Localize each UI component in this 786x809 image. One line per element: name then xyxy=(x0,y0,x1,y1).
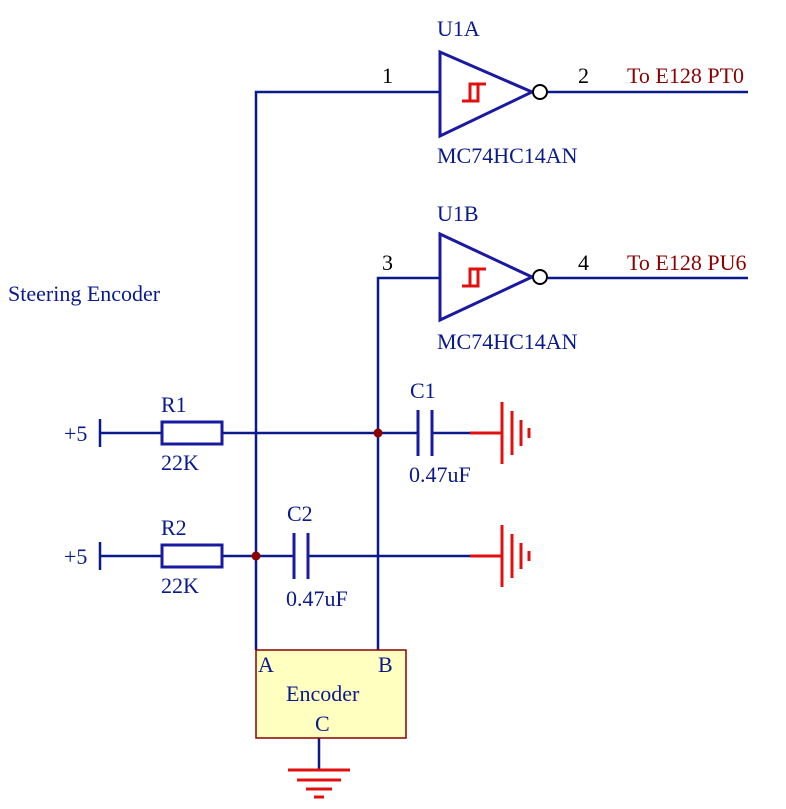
supply-r2: +5 xyxy=(64,542,102,570)
capacitor-c1: C1 0.47uF xyxy=(409,378,471,487)
pin-number: 3 xyxy=(382,250,393,275)
diagram-title: Steering Encoder xyxy=(8,281,161,306)
supply-label: +5 xyxy=(64,544,87,569)
capacitor-c2: C2 0.47uF xyxy=(286,501,348,611)
capacitor-value: 0.47uF xyxy=(409,462,471,487)
gate-part: MC74HC14AN xyxy=(437,143,578,168)
resistor-value: 22K xyxy=(161,573,199,598)
resistor-value: 22K xyxy=(161,450,199,475)
resistor-r1: R1 22K xyxy=(160,392,224,475)
gate-ref: U1B xyxy=(437,201,479,226)
supply-label: +5 xyxy=(64,421,87,446)
gate-part: MC74HC14AN xyxy=(437,329,578,354)
pin-number: 2 xyxy=(578,63,589,88)
supply-r1: +5 xyxy=(64,419,102,447)
ground-encoder xyxy=(288,768,350,799)
net-label: To E128 PT0 xyxy=(627,63,744,88)
encoder-pin-b: B xyxy=(378,652,393,677)
resistor-ref: R1 xyxy=(161,392,187,417)
capacitor-ref: C2 xyxy=(287,501,313,526)
net-label: To E128 PU6 xyxy=(627,250,746,275)
junction-dot xyxy=(373,428,383,438)
encoder-pin-a: A xyxy=(258,652,274,677)
resistor-ref: R2 xyxy=(161,515,187,540)
junction-dot xyxy=(251,551,261,561)
encoder-pin-c: C xyxy=(315,711,330,736)
capacitor-value: 0.47uF xyxy=(286,586,348,611)
resistor-r2: R2 22K xyxy=(160,515,224,598)
gate-ref: U1A xyxy=(437,16,480,41)
encoder-block: A B Encoder C xyxy=(255,649,407,739)
ground-c1 xyxy=(470,402,531,464)
ground-c2 xyxy=(470,525,531,587)
gate-u1b: U1B MC74HC14AN 3 4 To E128 PU6 xyxy=(382,201,746,354)
pin-number: 4 xyxy=(578,250,589,275)
capacitor-ref: C1 xyxy=(410,378,436,403)
gate-u1a: U1A MC74HC14AN 1 2 To E128 PT0 xyxy=(382,16,744,168)
encoder-name: Encoder xyxy=(286,681,360,706)
wires xyxy=(100,90,748,770)
pin-number: 1 xyxy=(382,63,393,88)
